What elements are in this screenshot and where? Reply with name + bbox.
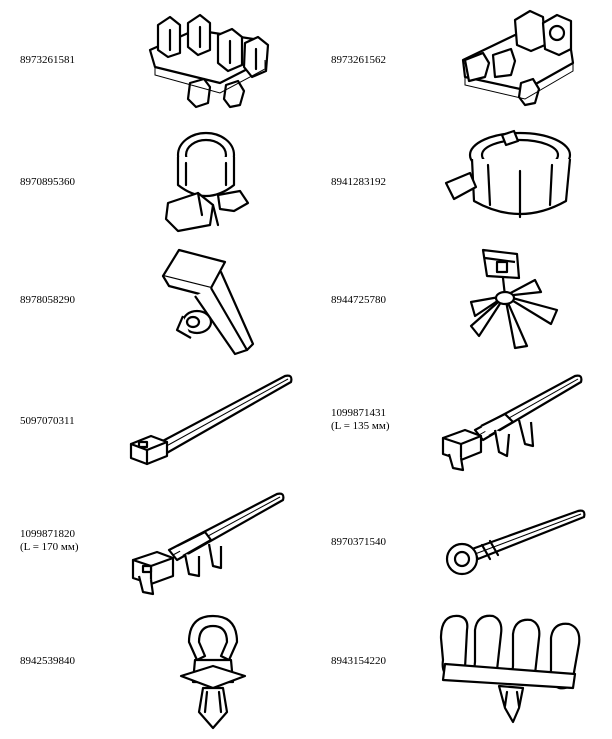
part-label: 8941283192: [331, 176, 386, 189]
star-clip-icon: [469, 248, 559, 350]
part-number: 8970371540: [331, 536, 386, 548]
part-number: 8978058290: [20, 294, 75, 306]
part-label: 1099871431 (L = 135 мм): [331, 407, 390, 433]
part-length-note: (L = 135 мм): [331, 420, 390, 432]
part-number: 5097070311: [20, 415, 75, 427]
part-number: 8941283192: [331, 176, 386, 188]
part-number: 8943154220: [331, 655, 386, 667]
part-label: 5097070311: [20, 415, 75, 428]
part-number: 8942539840: [20, 655, 75, 667]
part-number: 8970895360: [20, 176, 75, 188]
push-mount-clip-icon: [179, 614, 247, 730]
part-label: 8942539840: [20, 655, 75, 668]
cable-tie-with-eyelet-icon: [445, 509, 586, 576]
double-cable-clip-icon: [461, 9, 575, 107]
part-label: 8944725780: [331, 294, 386, 307]
part-label: 8978058290: [20, 294, 75, 307]
multi-hook-clip-icon: [439, 614, 581, 724]
part-label: 8970371540: [331, 536, 386, 549]
open-ring-clamp-icon: [444, 129, 572, 219]
cable-tie-with-clip-icon: [131, 492, 285, 596]
double-cable-clip-icon: [148, 13, 270, 109]
part-label: 8973261581: [20, 54, 75, 67]
part-number: 8944725780: [331, 294, 386, 306]
part-number: 1099871431: [331, 407, 386, 419]
cable-tie-with-clip-icon: [441, 374, 583, 472]
part-label: 8973261562: [331, 54, 386, 67]
part-label: 8970895360: [20, 176, 75, 189]
part-label: 8943154220: [331, 655, 386, 668]
part-number: 8973261562: [331, 54, 386, 66]
part-number: 1099871820: [20, 528, 75, 540]
part-length-note: (L = 170 мм): [20, 541, 79, 553]
ring-clamp-icon: [164, 131, 250, 233]
part-label: 1099871820 (L = 170 мм): [20, 528, 79, 554]
part-number: 8973261581: [20, 54, 75, 66]
cable-tie-icon: [129, 374, 293, 466]
wedge-clip-icon: [161, 248, 255, 356]
